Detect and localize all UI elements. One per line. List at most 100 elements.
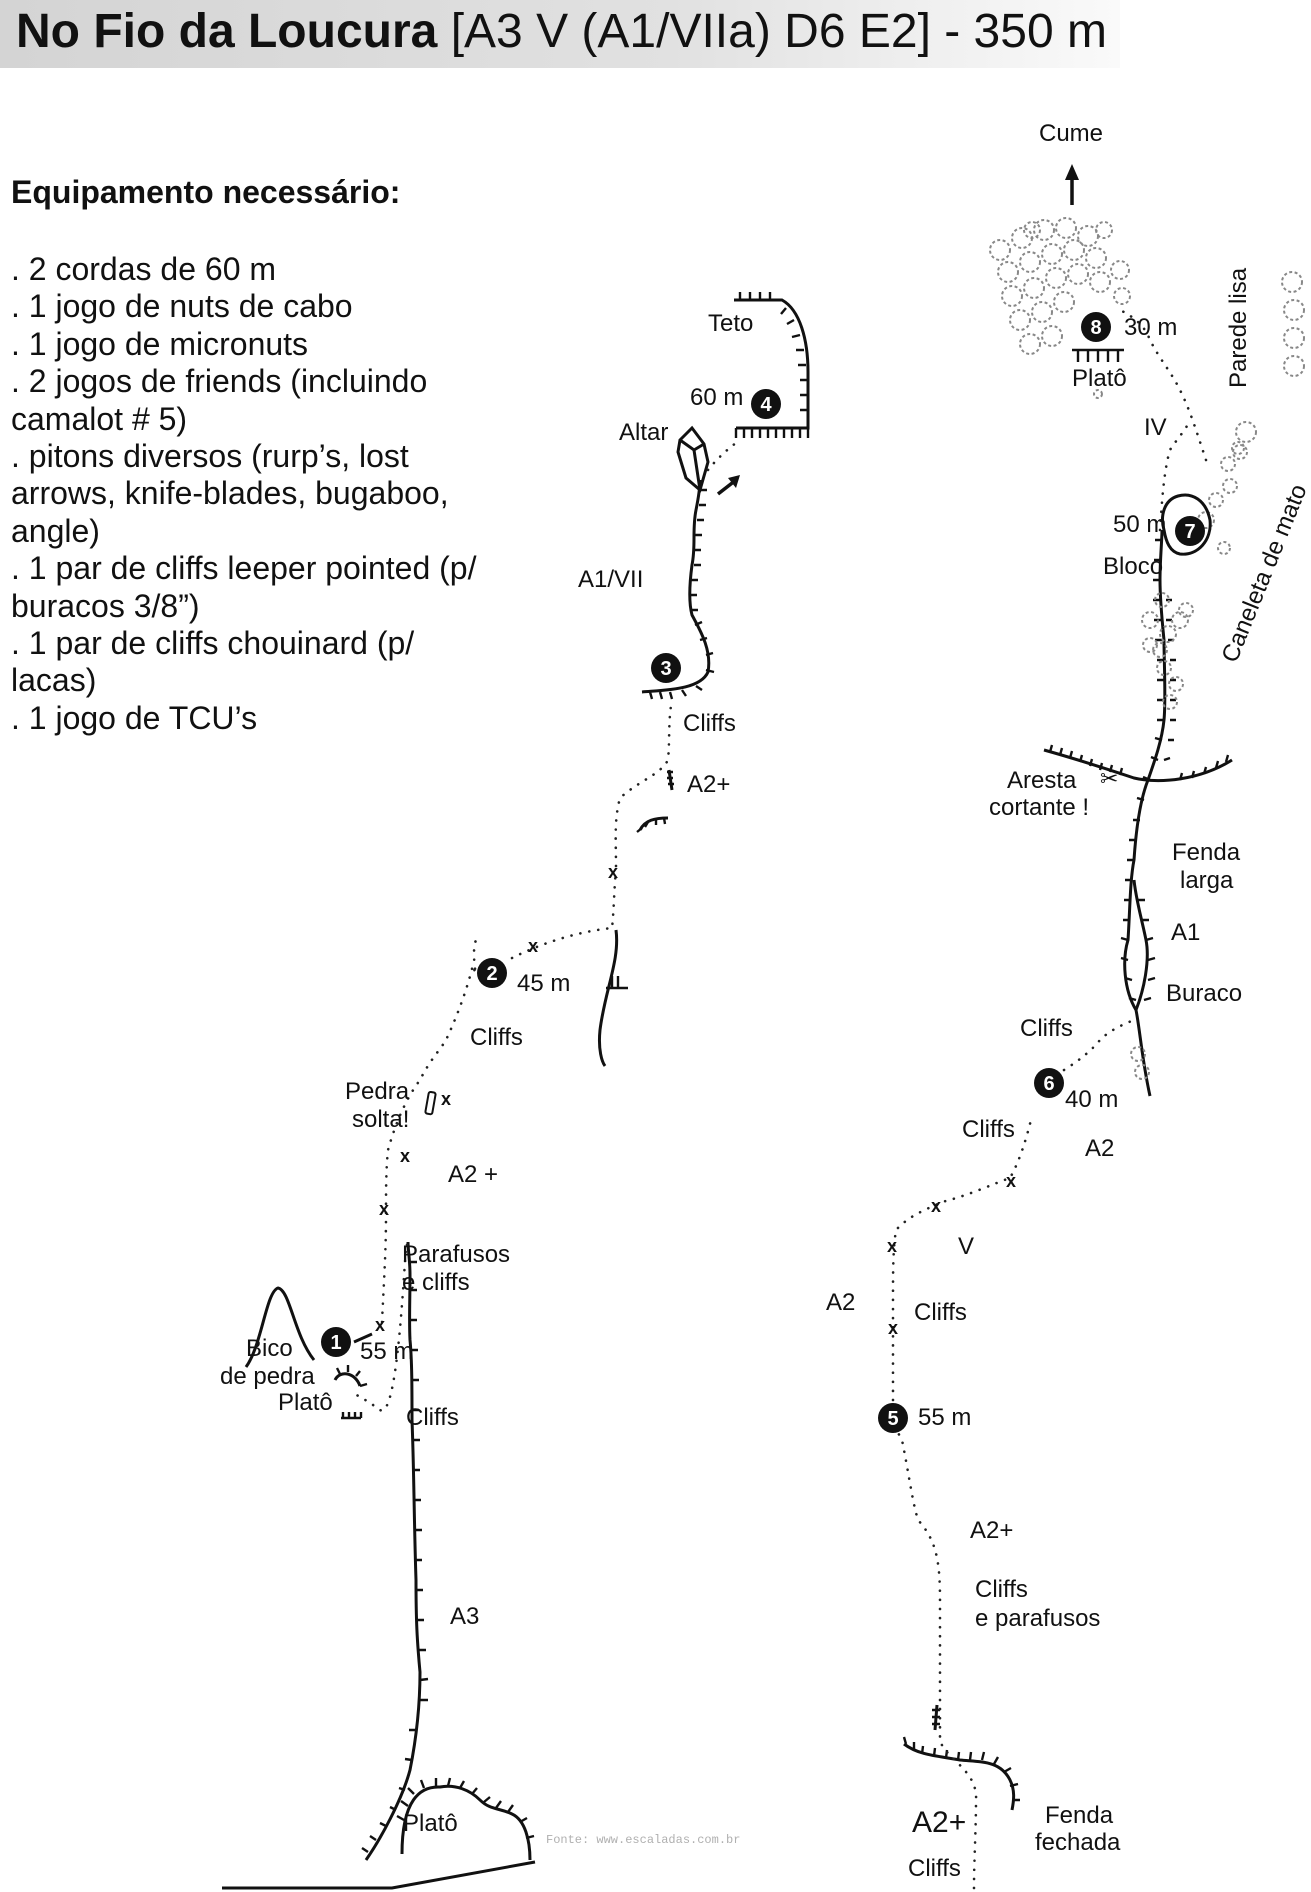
label-cliffs-parafusos-2: e parafusos bbox=[975, 1605, 1100, 1632]
label-caneleta: Caneleta de mato bbox=[1217, 480, 1311, 666]
bolt-mark: x bbox=[608, 862, 618, 882]
label-e-cliffs: e cliffs bbox=[402, 1269, 470, 1296]
source-credit: Fonte: www.escaladas.com.br bbox=[546, 1833, 741, 1847]
route-path-pitch7 bbox=[1062, 1018, 1136, 1072]
equipment-item: . 1 par de cliffs chouinard (p/ lacas) bbox=[11, 625, 415, 699]
equipment-item: . 1 jogo de TCU’s bbox=[11, 699, 258, 736]
plato-top-hatch bbox=[1072, 348, 1124, 362]
scissors-icon: ✂ bbox=[1100, 766, 1118, 791]
bolt-mark: x bbox=[400, 1146, 410, 1166]
label-teto: Teto bbox=[708, 310, 753, 337]
label-buraco: Buraco bbox=[1166, 980, 1242, 1007]
belay3-number: 3 bbox=[660, 658, 671, 680]
label-de-pedra: de pedra bbox=[220, 1363, 315, 1390]
belay2-length: 45 m bbox=[517, 970, 570, 997]
label-cliffs-bottom: Cliffs bbox=[908, 1855, 961, 1882]
label-cortante: cortante ! bbox=[989, 794, 1089, 821]
label-grade-a2-left: A2 bbox=[826, 1289, 855, 1316]
bottom-roof bbox=[903, 1742, 1016, 1811]
bush-icon bbox=[1232, 444, 1248, 460]
label-aresta: Aresta bbox=[1007, 767, 1077, 794]
bush-icon bbox=[1156, 660, 1172, 676]
bush-icon bbox=[1113, 287, 1131, 305]
aresta-cortante-edge bbox=[1043, 748, 1233, 783]
plato-bump bbox=[333, 1372, 362, 1387]
bolt-mark: x bbox=[441, 1089, 451, 1109]
direction-arrowhead bbox=[728, 475, 740, 488]
belay6-marker bbox=[1034, 1068, 1064, 1098]
label-pedra: Pedra bbox=[345, 1078, 410, 1105]
bush-icon bbox=[1110, 260, 1130, 280]
belay6-number: 6 bbox=[1043, 1073, 1054, 1095]
loose-rock-symbol bbox=[424, 1090, 437, 1116]
label-plato-top: Platô bbox=[1072, 365, 1127, 392]
label-cliffs-3: Cliffs bbox=[683, 710, 736, 737]
bush-icon bbox=[1171, 611, 1189, 629]
bush-icon bbox=[1055, 217, 1077, 239]
belay7-number: 7 bbox=[1184, 521, 1195, 543]
bolt-mark: x bbox=[888, 1318, 898, 1338]
label-cliffs-parafusos-1: Cliffs bbox=[975, 1576, 1028, 1603]
bush-icon bbox=[1077, 225, 1099, 247]
label-cliffs-2: Cliffs bbox=[470, 1024, 523, 1051]
label-grade-iv: IV bbox=[1144, 414, 1167, 441]
bush-icon bbox=[1152, 642, 1168, 658]
bush-icon bbox=[1009, 309, 1031, 331]
route-path-pitch3 bbox=[614, 698, 674, 868]
bush-icon bbox=[1283, 327, 1305, 349]
bush-icon bbox=[1141, 611, 1159, 629]
crack-a1 bbox=[1123, 529, 1167, 1097]
short-crack bbox=[667, 769, 674, 791]
bush-icon bbox=[1041, 243, 1063, 265]
bush-icon bbox=[997, 261, 1019, 283]
label-fenda-fechada-1: Fenda bbox=[1045, 1802, 1114, 1829]
equipment-item: . 2 cordas de 60 m bbox=[11, 251, 277, 287]
parede-lisa-vegetation bbox=[1281, 271, 1305, 377]
belay1-length: 55 m bbox=[360, 1338, 413, 1365]
label-grade-a2p-2: A2+ bbox=[687, 771, 730, 798]
bottom-roof-hatch bbox=[902, 1736, 1020, 1802]
bush-icon bbox=[1168, 676, 1184, 692]
label-base-plato: Platô bbox=[403, 1810, 458, 1837]
bush-icon bbox=[1033, 219, 1055, 241]
belay5-marker bbox=[878, 1403, 908, 1433]
bolt-mark: x bbox=[931, 1196, 941, 1216]
label-cliffs-7: Cliffs bbox=[1020, 1015, 1073, 1042]
route-name: No Fio da Loucura bbox=[16, 5, 438, 58]
route-path-pitch9 bbox=[1118, 308, 1208, 462]
bush-icon bbox=[1178, 602, 1194, 618]
label-fenda-larga-1: Fenda bbox=[1172, 839, 1241, 866]
route-path-pitch8 bbox=[1158, 418, 1192, 532]
crack-a1-vii-hatch bbox=[648, 488, 715, 700]
label-grade-a2-right: A2 bbox=[1085, 1135, 1114, 1162]
route-path-pitch1 bbox=[348, 1242, 409, 1412]
route-title: No Fio da Loucura [A3 V (A1/VIIa) D6 E2]… bbox=[16, 4, 1107, 59]
bolt-mark: x bbox=[379, 1199, 389, 1219]
bolt-mark: x bbox=[1006, 1171, 1016, 1191]
teto-roof-hatch bbox=[734, 292, 810, 438]
crack-a1-hatch bbox=[1120, 538, 1176, 1002]
summit-arrowhead bbox=[1065, 164, 1079, 180]
bush-icon bbox=[1023, 221, 1041, 239]
route-path-pitch5 bbox=[890, 1416, 978, 1890]
belay5-length: 55 m bbox=[918, 1404, 971, 1431]
label-parafusos: Parafusos bbox=[402, 1241, 510, 1268]
bolt-mark: x bbox=[887, 1236, 897, 1256]
label-bico: Bico bbox=[246, 1335, 293, 1362]
label-grade-a3: A3 bbox=[450, 1603, 479, 1630]
belay8-length: 30 m bbox=[1124, 314, 1177, 341]
title-bar bbox=[0, 0, 1120, 68]
label-bloco: Bloco bbox=[1103, 553, 1163, 580]
belay2-marker bbox=[477, 958, 507, 988]
bolt-mark: x bbox=[528, 936, 538, 956]
belay5-number: 5 bbox=[887, 1408, 898, 1430]
label-cume: Cume bbox=[1039, 120, 1103, 147]
belay7-marker bbox=[1175, 516, 1205, 546]
bush-icon bbox=[1023, 277, 1045, 299]
bush-icon bbox=[1130, 1046, 1146, 1062]
belay4-length: 60 m bbox=[690, 384, 743, 411]
belay4-marker bbox=[751, 389, 781, 419]
crack-wall-a3 bbox=[364, 1241, 422, 1861]
label-grade-a2p-1: A2 + bbox=[448, 1161, 498, 1188]
crack-buraco bbox=[1132, 879, 1149, 1011]
